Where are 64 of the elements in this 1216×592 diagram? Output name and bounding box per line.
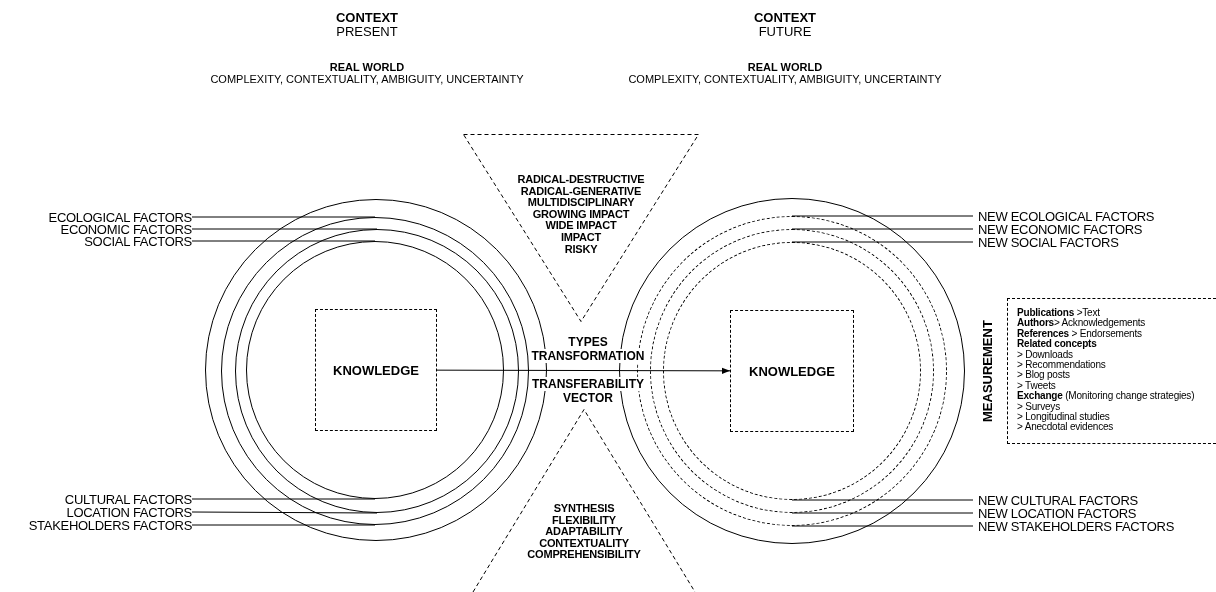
attribute-text: WIDE IMPACT [544, 220, 618, 232]
heading-text: REAL WORLD [329, 61, 405, 73]
heading-text: CONTEXT [335, 10, 399, 25]
list-item: > Longitudinal studies [1017, 412, 1110, 422]
attribute-text: IMPACT [559, 232, 603, 243]
description-text: COMPLEXITY, CONTEXTUALITY, AMBIGUITY, UNCERTAINTY [628, 73, 942, 85]
attribute-text: ADAPTABILITY [544, 526, 624, 538]
factor-label: CULTURAL FACTORS [10, 492, 192, 506]
leader-line [791, 525, 974, 527]
attribute-text: CONTEXTUALITY [538, 537, 630, 549]
list-item: References > Endorsements [1017, 328, 1142, 339]
description-text: COMPLEXITY, CONTEXTUALITY, AMBIGUITY, UNCERTAINTY [210, 73, 524, 85]
factor-label: ECOLOGICAL FACTORS [10, 210, 192, 224]
knowledge-box: KNOWLEDGE [315, 309, 437, 431]
leader-line [191, 524, 376, 526]
center-label: TYPES [568, 335, 608, 349]
leader-line [191, 240, 376, 242]
heading-text: REAL WORLD [747, 61, 823, 73]
list-item: > Blog posts [1017, 370, 1070, 381]
attribute-text: GROWING IMPACT [531, 208, 631, 220]
leader-line [791, 228, 974, 230]
leader-line [791, 241, 974, 243]
attribute-text: MULTIDISCIPLINARY [526, 197, 636, 209]
leader-line [791, 512, 974, 514]
factor-label: NEW LOCATION FACTORS [973, 506, 1209, 520]
factor-label: NEW SOCIAL FACTORS [973, 235, 1209, 249]
leader-line [191, 498, 376, 500]
factor-label: NEW CULTURAL FACTORS [973, 493, 1209, 507]
factor-label: NEW ECONOMIC FACTORS [973, 222, 1209, 236]
subheading-text: FUTURE [758, 24, 812, 39]
center-label: TRANSFERABILITY [532, 377, 644, 391]
arrow [436, 367, 731, 375]
list-item: > Recommendations [1017, 360, 1106, 370]
heading-text: CONTEXT [753, 10, 817, 25]
leader-line [191, 511, 378, 514]
list-item: Publications >Text [1017, 308, 1100, 318]
knowledge-box: KNOWLEDGE [730, 310, 854, 432]
center-label: VECTOR [563, 391, 613, 405]
attribute-text: RISKY [563, 243, 599, 255]
factor-label: NEW ECOLOGICAL FACTORS [973, 209, 1209, 223]
list-item: > Anecdotal evidences [1017, 422, 1114, 433]
factor-label: STAKEHOLDERS FACTORS [10, 518, 192, 532]
list-item: > Downloads [1017, 349, 1073, 360]
vertical-heading: MEASUREMENT [979, 319, 996, 424]
attribute-text: FLEXIBILITY [551, 514, 617, 526]
list-item: Authors> Acknowledgements [1017, 318, 1146, 329]
leader-line [791, 215, 974, 217]
subheading-text: PRESENT [336, 24, 398, 39]
list-item: > Tweets [1017, 380, 1056, 391]
factor-label: LOCATION FACTORS [10, 505, 192, 519]
center-label: TRANSFORMATION [531, 349, 645, 363]
leader-line [191, 228, 378, 230]
list-item: Related concepts [1017, 339, 1097, 350]
leader-line [791, 499, 974, 501]
attribute-text: RADICAL-DESTRUCTIVE [516, 174, 646, 185]
leader-line [191, 216, 376, 218]
attribute-text: RADICAL-GENERATIVE [519, 185, 643, 197]
factor-label: NEW STAKEHOLDERS FACTORS [973, 519, 1209, 533]
factor-label: SOCIAL FACTORS [10, 234, 192, 248]
attribute-text: COMPREHENSIBILITY [526, 549, 642, 561]
list-item: > Surveys [1017, 401, 1060, 412]
list-item: Exchange (Monitoring change strategies) [1017, 391, 1195, 402]
attribute-text: SYNTHESIS [552, 503, 616, 514]
factor-label: ECONOMIC FACTORS [10, 222, 192, 236]
